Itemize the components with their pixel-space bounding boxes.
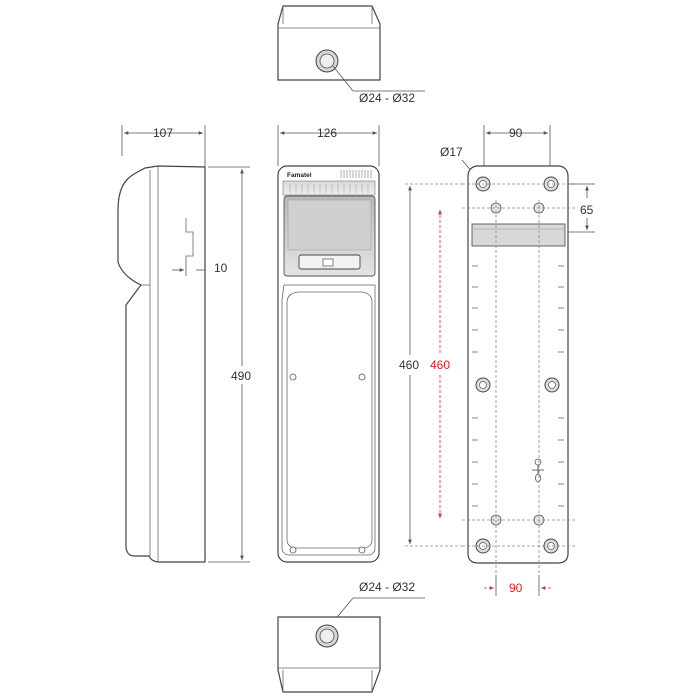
bottom-view: Ø24 - Ø32 (277, 580, 425, 693)
side-depth-label: 107 (153, 126, 173, 140)
top-gland-label: Ø24 - Ø32 (359, 91, 415, 105)
back-holes (475, 176, 560, 554)
top-view: Ø24 - Ø32 (277, 5, 425, 105)
handle-latch (322, 258, 334, 267)
top-gland-leader (332, 65, 354, 92)
bottom-gland-label: Ø24 - Ø32 (359, 580, 415, 594)
back-top-label: 90 (509, 126, 523, 140)
brand-logo: Famatel (287, 172, 312, 179)
bottom-gland-inner (319, 628, 335, 644)
side-view: 107 10 490 (117, 125, 255, 563)
side-height-label: 490 (231, 369, 251, 383)
front-screw (358, 373, 366, 381)
back-view-body (467, 165, 569, 564)
front-screw (358, 546, 366, 554)
front-top-band (282, 180, 376, 196)
front-vents (289, 170, 372, 193)
mount-hole-center (548, 381, 556, 389)
side-height-label-bg (229, 366, 255, 384)
side-view-body (117, 165, 206, 563)
din-clip (185, 218, 194, 262)
back-din-rail (471, 223, 566, 247)
keyhole-top (534, 458, 542, 466)
front-height-label: 460 (399, 358, 419, 372)
front-lower-outline (281, 284, 376, 556)
top-gland-inner (319, 53, 335, 69)
keyhole-bottom (535, 473, 541, 483)
mount-hole-label: Ø17 (440, 145, 463, 159)
back-side-ticks (472, 265, 564, 507)
front-screw (289, 546, 297, 554)
front-screw (289, 373, 297, 381)
din-offset-label: 10 (214, 261, 228, 275)
top-offset-label: 65 (580, 203, 594, 217)
back-view: 90 Ø17 (399, 125, 595, 596)
mount-hole-center (479, 381, 487, 389)
back-bottom-label: 90 (509, 581, 523, 595)
back-height-label: 460 (430, 358, 450, 372)
window-pane (287, 199, 372, 251)
front-view: 126 (277, 125, 380, 563)
front-width-label: 126 (317, 126, 337, 140)
